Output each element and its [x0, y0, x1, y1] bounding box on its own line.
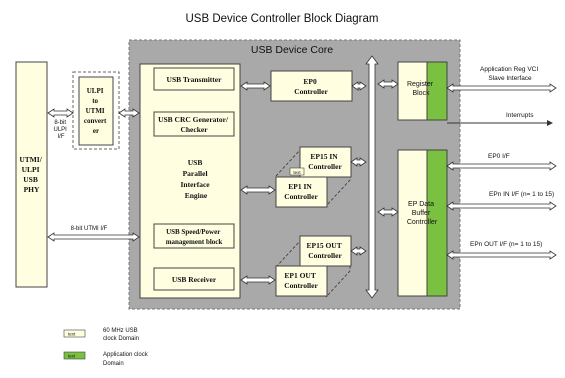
utmi-ulpi-phy-block	[15, 61, 48, 288]
utmi-if-arrow	[47, 232, 140, 242]
usb-transmitter-label: USB Transmitter	[167, 75, 223, 84]
phy-label: UTMI/ ULPI USB PHY	[19, 155, 43, 194]
ep0-if-label: EP0 I/F	[488, 153, 510, 160]
ep-data-buffer-app-domain	[426, 149, 448, 297]
legend-app-swatch	[63, 351, 86, 360]
engine-to-ep1-out-arrow	[240, 275, 276, 285]
usb-crc-label: USB CRC Generator/ Checker	[158, 115, 230, 134]
diagram-title: USB Device Controller Block Diagram	[185, 13, 378, 25]
ep0-controller	[270, 70, 353, 102]
register-block-label: Register Block	[407, 81, 435, 97]
epn-in-if-arrow	[446, 201, 557, 211]
ep0-if-arrow	[446, 161, 557, 171]
usb-crc-block	[153, 111, 235, 137]
legend-app-label: Application clock Domain	[103, 352, 149, 367]
epn-in-if-label: EPn IN I/F (n= 1 to 15)	[489, 191, 554, 198]
ep-data-buffer-label: EP Data Buffer Controller	[407, 201, 438, 226]
ep1-out-controller	[275, 265, 328, 297]
ep1-out-label: EP1 OUT Controller	[284, 271, 318, 290]
ep15-out-controller	[299, 235, 352, 267]
ulpi-if-label: 8-bit ULPI I/F	[53, 120, 68, 140]
register-block-app-domain	[426, 61, 448, 121]
usb-speed-power-label: USB Speed/Power management block	[166, 228, 223, 246]
usb-transmitter-block	[153, 67, 235, 91]
converter-to-engine-arrow	[118, 108, 140, 118]
legend-usb-swatch-text: text	[68, 332, 76, 337]
text-tag	[289, 167, 305, 176]
ep-out-to-bus-arrow	[350, 246, 367, 256]
app-reg-vci-arrow	[446, 83, 557, 93]
ep1-in-controller	[275, 176, 328, 208]
epn-out-if-label: EPn OUT I/F (n= 1 to 15)	[470, 241, 542, 248]
usb-parallel-interface-engine	[139, 63, 241, 299]
ulpi-to-utmi-converter	[78, 76, 114, 146]
ulpi-converter-outline	[72, 71, 120, 150]
ulpi-converter-label: ULPI to UTMI convert er	[84, 87, 108, 135]
internal-vertical-bus	[365, 55, 379, 299]
legend-usb-label: 60 MHz USB clock Domain	[103, 328, 139, 342]
ep15-in-label: EP15 IN Controller	[308, 152, 342, 171]
register-block	[397, 61, 428, 121]
engine-to-ep1-in-arrow	[240, 185, 276, 195]
legend-usb-swatch	[63, 329, 86, 338]
interrupts-label: Interrupts	[506, 112, 534, 119]
engine-to-ep0-arrow	[240, 81, 271, 91]
text-tag-label: text	[293, 170, 301, 175]
ulpi-if-arrow	[47, 108, 74, 118]
usb-receiver-block	[153, 267, 235, 291]
usb-speed-power-block	[153, 223, 235, 249]
legend-app-swatch-text: text	[68, 354, 76, 359]
utmi-if-label: 8-bit UTMI I/F	[71, 226, 108, 232]
ep1-in-label: EP1 IN Controller	[284, 182, 318, 201]
engine-label: USB Parallel Interface Engine	[180, 158, 211, 200]
epn-out-if-arrow	[446, 250, 557, 260]
core-title: USB Device Core	[251, 44, 333, 56]
ep-in-to-bus-arrow	[350, 157, 367, 167]
usb-receiver-label: USB Receiver	[172, 275, 217, 284]
ep0-controller-label: EP0 Controller	[294, 77, 328, 96]
ep15-in-controller	[299, 146, 352, 178]
ep0-to-bus-arrow	[351, 81, 367, 91]
ep15-out-label: EP15 OUT Controller	[307, 241, 344, 260]
app-reg-vci-label: Application Reg VCI Slave Interface	[480, 66, 540, 82]
